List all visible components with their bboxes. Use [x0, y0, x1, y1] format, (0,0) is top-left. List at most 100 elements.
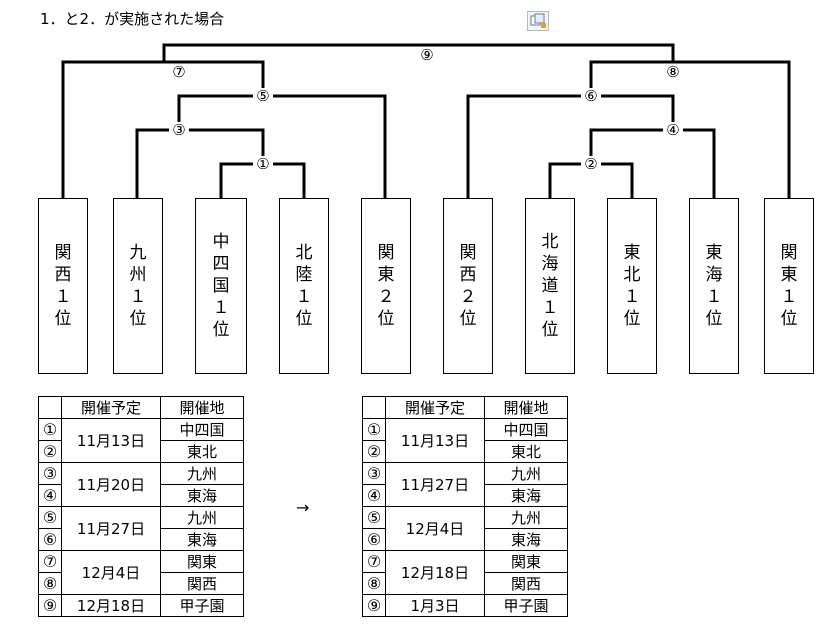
- venue-cell: 中四国: [484, 418, 568, 441]
- venue-cell: 関西: [484, 572, 568, 595]
- table-row: ⑦ 12月18日 関東: [362, 550, 568, 595]
- date-cell: 11月27日: [61, 506, 161, 551]
- team-box-kanto-2: 関東２位: [361, 198, 411, 374]
- table-row: ⑧ 関西: [38, 572, 244, 595]
- match-number-4: ④: [666, 121, 679, 139]
- match-number-cell: ④: [38, 484, 62, 507]
- match-number-cell: ⑧: [362, 572, 386, 595]
- match-number-cell: ⑥: [362, 528, 386, 551]
- table-row: ⑨ 12月18日 甲子園: [38, 594, 244, 617]
- match-number-cell: ⑦: [38, 550, 62, 573]
- team-box-tohoku-1: 東北１位: [607, 198, 657, 374]
- venue-cell: 九州: [160, 506, 244, 529]
- match-number-7: ⑦: [172, 63, 185, 81]
- date-cell: 11月13日: [61, 418, 161, 463]
- venue-cell: 関西: [160, 572, 244, 595]
- table-header-cell: 開催地: [160, 396, 244, 419]
- match-number-cell: ①: [362, 418, 386, 441]
- match-number-cell: ③: [38, 462, 62, 485]
- date-cell: 11月13日: [385, 418, 485, 463]
- paste-options-icon[interactable]: [527, 11, 549, 31]
- venue-cell: 九州: [484, 506, 568, 529]
- team-box-hokuriku-1: 北陸１位: [279, 198, 329, 374]
- table-row: ① 11月13日 中四国: [362, 418, 568, 463]
- match-number-cell: ③: [362, 462, 386, 485]
- team-box-chushikoku-1: 中四国１位: [195, 198, 247, 374]
- table-header-row: 開催予定 開催地: [362, 396, 568, 419]
- table-header-cell: 開催予定: [385, 396, 485, 419]
- match-number-2: ②: [584, 155, 597, 173]
- venue-cell: 九州: [484, 462, 568, 485]
- team-box-kyushu-1: 九州１位: [113, 198, 163, 374]
- team-box-hokkaido-1: 北海道１位: [525, 198, 575, 374]
- table-row: ⑥ 東海: [38, 528, 244, 551]
- match-number-8: ⑧: [666, 63, 679, 81]
- date-cell: 1月3日: [385, 594, 485, 617]
- table-row: ③ 11月20日 九州: [38, 462, 244, 507]
- team-box-tokai-1: 東海１位: [689, 198, 739, 374]
- match-number-cell: ⑤: [38, 506, 62, 529]
- team-label: 北海道１位: [541, 232, 559, 340]
- table-header-row: 開催予定 開催地: [38, 396, 244, 419]
- match-number-cell: ⑨: [38, 594, 62, 617]
- team-box-kansai-1: 関西１位: [38, 198, 88, 374]
- tournament-bracket: ① ② ③ ④ ⑤ ⑥ ⑦ ⑧ ⑨: [61, 43, 791, 198]
- team-label: 関東２位: [377, 243, 395, 329]
- schedule-table-after: 開催予定 開催地 ① 11月13日 中四国 ② 東北 ③ 11月27日 九州 ④…: [362, 396, 568, 617]
- team-label: 中四国１位: [212, 232, 230, 340]
- table-row: ⑧ 関西: [362, 572, 568, 595]
- venue-cell: 甲子園: [484, 594, 568, 617]
- venue-cell: 九州: [160, 462, 244, 485]
- date-cell: 12月18日: [61, 594, 161, 617]
- table-row: ③ 11月27日 九州: [362, 462, 568, 507]
- table-row: ② 東北: [362, 440, 568, 463]
- table-row: ④ 東海: [38, 484, 244, 507]
- venue-cell: 東北: [160, 440, 244, 463]
- table-row: ⑤ 12月4日 九州: [362, 506, 568, 551]
- table-row: ① 11月13日 中四国: [38, 418, 244, 463]
- venue-cell: 東海: [160, 528, 244, 551]
- table-row: ⑨ 1月3日 甲子園: [362, 594, 568, 617]
- schedule-table-before: 開催予定 開催地 ① 11月13日 中四国 ② 東北 ③ 11月20日 九州 ④…: [38, 396, 244, 617]
- table-header-cell: 開催予定: [61, 396, 161, 419]
- match-number-cell: ⑨: [362, 594, 386, 617]
- match-number-cell: ②: [38, 440, 62, 463]
- match-number-6: ⑥: [584, 87, 597, 105]
- team-label: 九州１位: [129, 243, 147, 329]
- table-row: ⑦ 12月4日 関東: [38, 550, 244, 595]
- team-box-kansai-2: 関西２位: [443, 198, 493, 374]
- match-number-5: ⑤: [256, 87, 269, 105]
- venue-cell: 中四国: [160, 418, 244, 441]
- table-row: ② 東北: [38, 440, 244, 463]
- team-label: 関西２位: [459, 243, 477, 329]
- change-arrow: →: [296, 498, 310, 517]
- date-cell: 11月27日: [385, 462, 485, 507]
- venue-cell: 東海: [484, 484, 568, 507]
- venue-cell: 関東: [160, 550, 244, 573]
- match-number-cell: ①: [38, 418, 62, 441]
- venue-cell: 甲子園: [160, 594, 244, 617]
- page-title: 1．と2．が実施された場合: [40, 10, 225, 28]
- table-header-cell: [38, 396, 62, 419]
- date-cell: 11月20日: [61, 462, 161, 507]
- team-label: 関西１位: [54, 243, 72, 329]
- team-box-kanto-1: 関東１位: [764, 198, 814, 374]
- match-number-1: ①: [256, 155, 269, 173]
- venue-cell: 関東: [484, 550, 568, 573]
- match-number-cell: ⑧: [38, 572, 62, 595]
- match-number-9: ⑨: [420, 46, 433, 64]
- date-cell: 12月4日: [61, 550, 161, 595]
- venue-cell: 東海: [484, 528, 568, 551]
- date-cell: 12月4日: [385, 506, 485, 551]
- match-number-cell: ④: [362, 484, 386, 507]
- date-cell: 12月18日: [385, 550, 485, 595]
- match-number-cell: ②: [362, 440, 386, 463]
- team-label: 関東１位: [780, 243, 798, 329]
- venue-cell: 東海: [160, 484, 244, 507]
- table-header-cell: [362, 396, 386, 419]
- match-number-cell: ⑥: [38, 528, 62, 551]
- table-header-cell: 開催地: [484, 396, 568, 419]
- team-label: 東海１位: [705, 243, 723, 329]
- venue-cell: 東北: [484, 440, 568, 463]
- match-number-cell: ⑦: [362, 550, 386, 573]
